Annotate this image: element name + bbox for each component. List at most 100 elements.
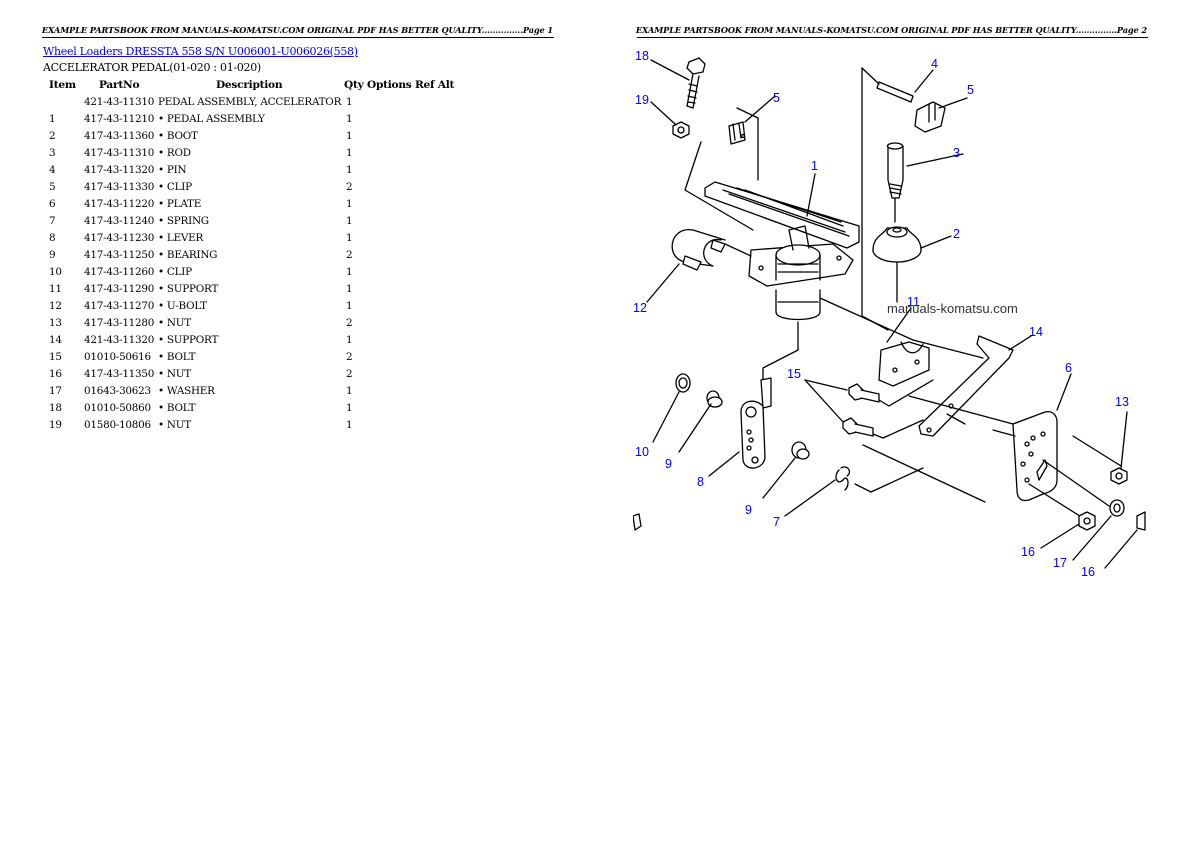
bearing-9-lower-drawing [791,441,810,460]
row-part-number: 417-43-11320 [84,163,155,176]
column-header-item: Item [49,78,76,91]
row-description: • WASHER [158,384,215,397]
row-quantity: 1 [346,197,353,210]
nut-16b-drawing [1136,511,1146,531]
row-item-number: 17 [49,384,62,397]
row-description: • BOLT [158,401,196,414]
callout-11: 11 [907,295,920,309]
row-description: • CLIP [158,180,192,193]
row-quantity: 1 [346,214,353,227]
row-item-number: 8 [49,231,56,244]
exploded-parts-diagram: 18 19 5 4 5 3 1 2 12 manuals-komatsu.com… [633,49,1146,579]
header-divider [637,37,1148,38]
callout-9-lower: 9 [745,503,752,517]
row-part-number: 01010-50860 [84,401,151,414]
section-subtitle: ACCELERATOR PEDAL(01-020 : 01-020) [43,61,261,74]
row-part-number: 417-43-11310 [84,146,155,159]
nut-16-drawing [1078,511,1096,531]
row-item-number: 16 [49,367,62,380]
row-quantity: 1 [346,384,353,397]
row-description: • SUPPORT [158,333,219,346]
clip-10-drawing [675,373,691,393]
callout-2: 2 [953,227,960,241]
row-item-number: 10 [49,265,62,278]
row-description: • U-BOLT [158,299,207,312]
row-quantity: 1 [346,401,353,414]
row-description: • PEDAL ASSEMBLY [158,112,265,125]
row-item-number: 1 [49,112,56,125]
bolt-18-drawing [686,57,706,109]
row-part-number: 417-43-11230 [84,231,155,244]
callout-5-right: 5 [967,83,974,97]
row-item-number: 3 [49,146,56,159]
row-description: • NUT [158,418,191,431]
model-title-link[interactable]: Wheel Loaders DRESSTA 558 S/N U006001-U0… [43,45,358,58]
row-quantity: 2 [346,248,353,261]
row-description: • PLATE [158,197,202,210]
table-row: 7 417-43-11240• SPRING 1 [43,212,454,229]
parts-table: Item PartNo Description Qty Options Ref … [43,76,454,433]
row-quantity: 1 [346,418,353,431]
row-quantity: 1 [346,333,353,346]
row-description: • SPRING [158,214,209,227]
support-14-drawing [918,335,1014,437]
callout-labels: 18 19 5 4 5 3 1 2 12 manuals-komatsu.com… [633,49,1129,579]
callout-12: 12 [633,301,647,315]
row-part-number: 421-43-11310 [84,95,155,108]
row-description: • BOOT [158,129,198,142]
row-part-number: 01580-10806 [84,418,151,431]
callout-13: 13 [1115,395,1129,409]
row-part-number: 417-43-11260 [84,265,155,278]
nut-13-drawing [1110,467,1128,485]
callout-19: 19 [635,93,649,107]
row-description: • ROD [158,146,191,159]
row-description: • NUT [158,316,191,329]
bolts-15-drawing [842,379,934,439]
boot-2-drawing [872,226,922,303]
rod-3-drawing [886,142,904,223]
row-description: • SUPPORT [158,282,219,295]
row-quantity: 1 [346,265,353,278]
row-part-number: 417-43-11350 [84,367,155,380]
row-part-number: 417-43-11280 [84,316,155,329]
callout-9-upper: 9 [665,457,672,471]
row-quantity: 1 [346,282,353,295]
callout-5-left: 5 [773,91,780,105]
row-part-number: 421-43-11320 [84,333,155,346]
row-quantity: 2 [346,180,353,193]
row-part-number: 417-43-11250 [84,248,155,261]
row-quantity: 1 [346,163,353,176]
page-header: EXAMPLE PARTSBOOK FROM MANUALS-KOMATSU.C… [635,25,1147,35]
row-description: • BOLT [158,350,196,363]
callout-7: 7 [773,515,780,529]
page-1: EXAMPLE PARTSBOOK FROM MANUALS-KOMATSU.C… [42,25,554,433]
row-item-number: 7 [49,214,56,227]
row-part-number: 417-43-11220 [84,197,155,210]
row-item-number: 19 [49,418,62,431]
lever-8-drawing [740,377,772,469]
row-part-number: 417-43-11240 [84,214,155,227]
callout-3: 3 [953,146,960,160]
row-description: • CLIP [158,265,192,278]
row-description: • NUT [158,367,191,380]
row-part-number: 417-43-11290 [84,282,155,295]
row-item-number: 2 [49,129,56,142]
row-description: • PIN [158,163,187,176]
callout-14: 14 [1029,325,1043,339]
table-row: 10 417-43-11260• CLIP 1 [43,263,454,280]
table-row: 19 01580-10806 • NUT 1 [43,416,454,433]
row-quantity: 1 [346,231,353,244]
